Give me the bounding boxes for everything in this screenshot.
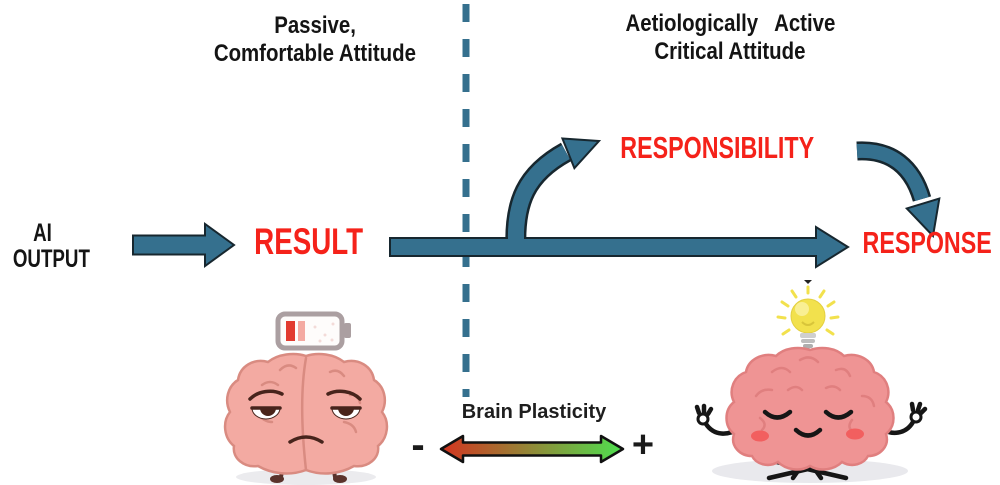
left-zone-heading: Passive, Comfortable Attitude (178, 12, 452, 68)
right-zone-heading: Aetiologically Active Critical Attitude (598, 10, 862, 66)
ai-output-label: AI OUTPUT (0, 219, 90, 272)
tired-brain-illustration (223, 352, 389, 485)
minus-sign: - (411, 423, 425, 467)
brain-plasticity-label: Brain Plasticity (461, 401, 607, 423)
response-arrowhead (904, 197, 941, 239)
response-label: RESPONSE (862, 225, 992, 260)
heading-left-line1: Passive, (274, 12, 356, 39)
result-label: RESULT (254, 221, 364, 262)
low-battery-icon (275, 311, 351, 351)
responsibility-arrowhead (560, 137, 602, 171)
response-curved-arrow (856, 141, 932, 202)
input-arrow (132, 222, 236, 268)
lightbulb-icon (776, 280, 840, 351)
brain-plasticity-scale-arrow (439, 434, 625, 464)
meditating-brain-illustration (694, 346, 928, 483)
heading-left-line2: Comfortable Attitude (213, 40, 417, 67)
ai-output-line1: AI (32, 219, 52, 247)
heading-right-line1: Aetiologically Active (625, 10, 835, 37)
main-arrow (389, 225, 850, 269)
heading-right-line2: Critical Attitude (654, 38, 806, 65)
plus-sign: + (631, 424, 655, 466)
ai-output-line2: OUTPUT (12, 245, 90, 273)
responsibility-label: RESPONSIBILITY (620, 130, 815, 165)
